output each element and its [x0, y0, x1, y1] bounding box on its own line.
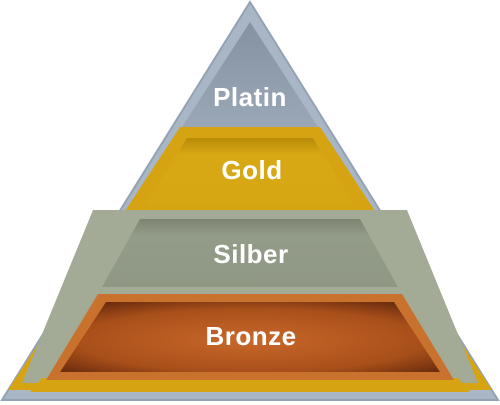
tier-gold-label: Gold [221, 155, 282, 185]
tier-platin-label: Platin [213, 82, 287, 112]
tier-gold-shape [145, 138, 355, 205]
tier-bronze-label: Bronze [205, 321, 296, 351]
tier-bronze-shape [60, 302, 440, 372]
tier-silber-shape [102, 219, 398, 287]
tier-bronze-ring-gold [30, 378, 470, 392]
tier-silber-label: Silber [213, 239, 288, 269]
tier-platin-shape [182, 22, 318, 127]
